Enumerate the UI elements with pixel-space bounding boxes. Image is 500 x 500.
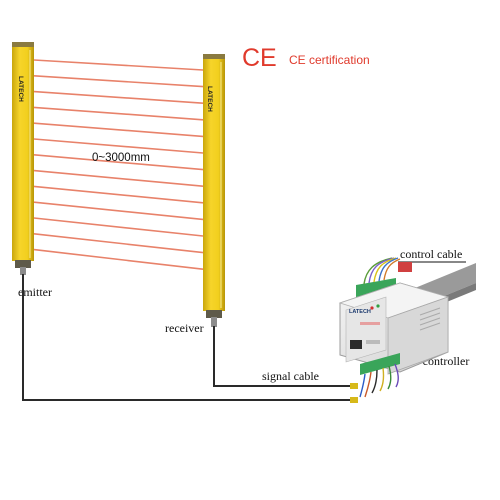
ce-certification: CE CE certification bbox=[242, 44, 370, 72]
bottom-terminal-block bbox=[359, 353, 400, 398]
status-led-green bbox=[376, 304, 380, 308]
light-beam bbox=[33, 106, 204, 121]
status-led-red bbox=[370, 306, 374, 310]
emitter-unit: LATECH bbox=[12, 42, 34, 275]
ce-certification-text: CE certification bbox=[289, 53, 370, 67]
light-beam bbox=[33, 90, 204, 104]
emitter-bar bbox=[12, 47, 34, 261]
light-beams bbox=[33, 59, 204, 270]
light-beam bbox=[33, 138, 204, 154]
top-terminal-block bbox=[356, 257, 401, 297]
light-beam bbox=[33, 154, 204, 171]
controller-brand: LATECH bbox=[349, 309, 371, 315]
light-beam bbox=[33, 217, 204, 237]
receiver-label: receiver bbox=[165, 321, 204, 335]
receiver-bar bbox=[203, 59, 225, 311]
receiver-cable bbox=[213, 326, 355, 387]
n-controller: LATECH bbox=[338, 257, 450, 398]
ce-mark: CE bbox=[242, 44, 277, 72]
controller-port bbox=[350, 340, 362, 349]
emitter-label: emitter bbox=[18, 285, 52, 299]
light-beam bbox=[33, 122, 204, 138]
light-beam bbox=[33, 59, 204, 71]
signal-cable-label: signal cable bbox=[262, 369, 319, 383]
red-terminal bbox=[398, 262, 412, 272]
receiver-unit: LATECH bbox=[203, 54, 225, 327]
signal-cables bbox=[22, 274, 355, 401]
light-beam bbox=[33, 233, 204, 254]
light-beam bbox=[33, 248, 204, 270]
light-beam bbox=[33, 169, 204, 187]
receiver-brand: LATECH bbox=[206, 86, 213, 112]
emitter-cable bbox=[22, 274, 355, 401]
light-beam bbox=[33, 185, 204, 204]
emitter-brand: LATECH bbox=[17, 76, 24, 102]
range-label: 0~3000mm bbox=[92, 152, 150, 164]
light-beam bbox=[33, 75, 204, 88]
control-cable-label: control cable bbox=[400, 247, 462, 261]
light-beam bbox=[33, 201, 204, 221]
